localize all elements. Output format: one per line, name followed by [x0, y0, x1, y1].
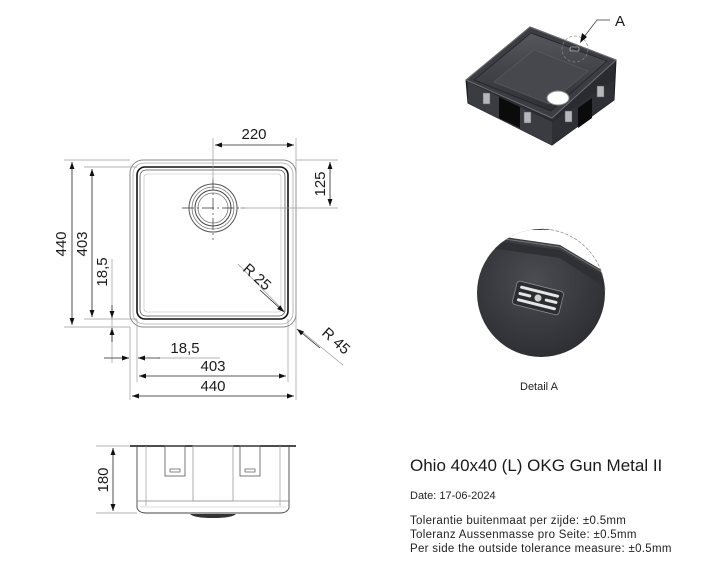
dim-text-403-vertical: 403	[74, 231, 91, 256]
dim-text-440-vertical: 440	[53, 231, 70, 256]
title-block: Ohio 40x40 (L) OKG Gun Metal II Date: 17…	[410, 456, 672, 556]
dim-text-220: 220	[241, 126, 266, 143]
isometric-view: A	[465, 13, 625, 146]
detail-a-caption: Detail A	[520, 381, 558, 393]
tolerance-notes: Tolerantie buitenmaat per zijde: ±0.5mm …	[410, 514, 672, 556]
mounting-slot	[512, 280, 564, 316]
product-title: Ohio 40x40 (L) OKG Gun Metal II	[410, 456, 663, 475]
tolerance-note-nl: Tolerantie buitenmaat per zijde: ±0.5mm	[410, 515, 627, 527]
tolerance-note-de: Toleranz Aussenmasse pro Seite: ±0.5mm	[410, 529, 637, 541]
side-view: 180	[95, 445, 296, 518]
tolerance-note-en: Per side the outside tolerance measure: …	[410, 543, 672, 555]
top-view: 220 125 440 403 18,5 18,5 403 440 R 25 R…	[53, 126, 353, 400]
callout-a-label: A	[615, 13, 625, 30]
dim-text-18-5-vertical: 18,5	[94, 257, 111, 286]
dim-text-125: 125	[312, 171, 329, 196]
dim-text-440-horizontal: 440	[200, 378, 225, 395]
inner-basin	[136, 166, 289, 320]
detail-a-view	[477, 228, 606, 357]
drain-outlet	[190, 514, 236, 518]
dim-text-180: 180	[95, 467, 112, 492]
drawing-date: Date: 17-06-2024	[410, 490, 496, 502]
dim-text-18-5-horizontal: 18,5	[170, 340, 199, 357]
detail-a-marker	[561, 35, 589, 63]
mounting-clip-left	[164, 445, 186, 477]
mounting-clip-right	[239, 445, 261, 477]
dim-text-r45: R 45	[318, 324, 353, 358]
dim-text-403-horizontal: 403	[200, 358, 225, 375]
dim-text-r25: R 25	[239, 260, 274, 294]
drain-circle	[182, 178, 245, 240]
